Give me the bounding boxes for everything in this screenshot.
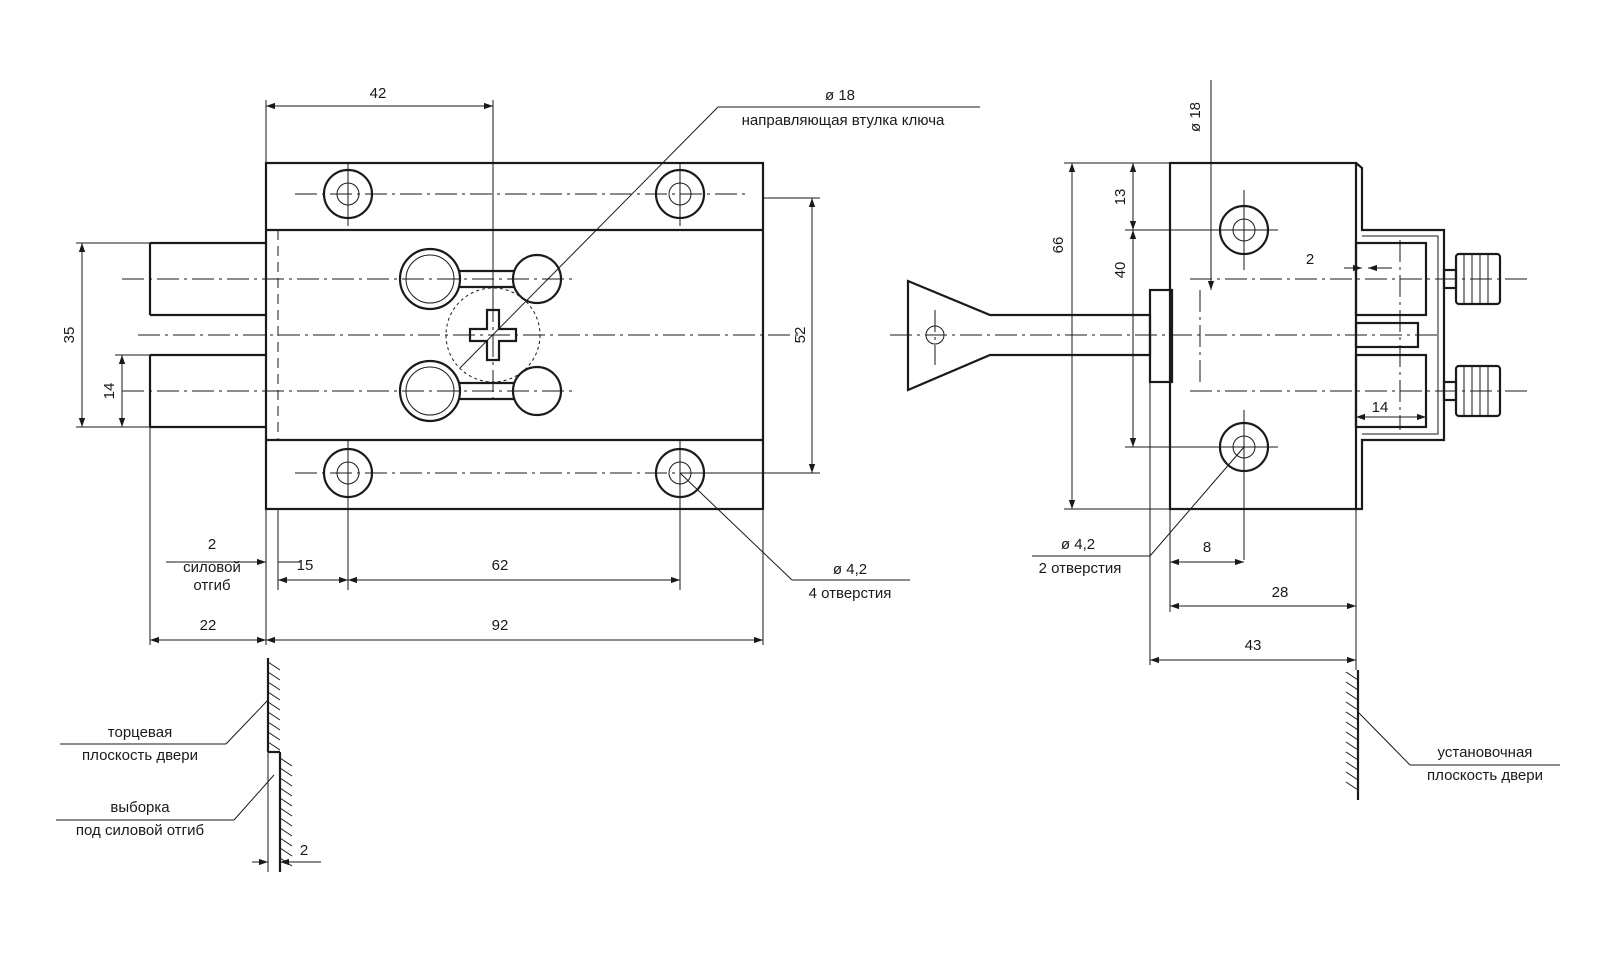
bolt-head-lower	[1354, 353, 1428, 429]
dimension-62: 62	[348, 557, 680, 584]
dimension-66: 66	[1050, 162, 1170, 510]
leader-bushing: ø 18 направляющая втулка ключа	[459, 87, 980, 369]
dimension-22: 22	[150, 617, 266, 644]
dimension-35: 35	[61, 242, 150, 428]
side-holes-count-label: 2 отверстия	[1039, 560, 1122, 577]
leader-2-holes: ø 4,2 2 отверстия	[1032, 446, 1245, 577]
side-dim-14-label: 14	[1372, 399, 1389, 416]
dimension-35-label: 35	[61, 327, 78, 344]
dimension-62-label: 62	[492, 557, 509, 574]
front-view: 42 35 14 52	[56, 85, 980, 872]
dimension-42: 42	[265, 85, 494, 300]
dimension-43: 43	[1150, 637, 1356, 664]
force-bend-label-line1: силовой	[183, 559, 241, 576]
force-bend-dim-label: 2	[208, 536, 216, 553]
leader-4-holes: ø 4,2 4 отверстия	[679, 472, 910, 602]
dimension-2-side: 2	[1306, 251, 1392, 272]
mounting-hole-top-left	[322, 162, 374, 226]
dimension-14-label: 14	[101, 383, 118, 400]
dimension-66-label: 66	[1050, 237, 1067, 254]
dimension-40-label: 40	[1112, 262, 1129, 279]
side-dim-43-label: 43	[1245, 637, 1262, 654]
side-plate-profile	[1355, 162, 1446, 511]
key-bushing-side	[1148, 288, 1174, 384]
side-hole-top	[1210, 190, 1278, 270]
mounting-hole-top-right	[654, 162, 706, 226]
mount-label-line2: плоскость двери	[1427, 767, 1543, 784]
door-end-hatch	[267, 661, 293, 867]
door-mount-hatch	[1345, 671, 1359, 791]
recess-dim-label: 2	[300, 842, 308, 859]
dimension-14-side: 14	[1356, 399, 1426, 421]
side-dim-8-label: 8	[1203, 539, 1211, 556]
dimension-15: 15	[278, 557, 348, 584]
dimension-28: 28	[1170, 584, 1356, 610]
bushing-label: направляющая втулка ключа	[742, 112, 945, 129]
dimension-2-force-bend: 2 силовой отгиб	[166, 536, 300, 594]
dimension-92: 92	[266, 617, 763, 644]
dimension-8: 8	[1170, 539, 1244, 566]
dimension-15-label: 15	[297, 557, 314, 574]
force-bend-label-line2: отгиб	[193, 577, 230, 594]
recess-label-line2: под силовой отгиб	[76, 822, 204, 839]
keyway-slot-upper	[398, 247, 563, 311]
dimension-13-label: 13	[1112, 189, 1129, 206]
dimension-52: 52	[700, 197, 820, 474]
side-view: ø 18 13 40 66 2 14	[890, 80, 1560, 800]
side-hole-bottom	[1210, 410, 1278, 560]
holes-dia-label: ø 4,2	[833, 561, 867, 578]
dimension-52-label: 52	[792, 327, 809, 344]
dimension-92-label: 92	[492, 617, 509, 634]
door-mount-plane: установочная плоскость двери	[1345, 670, 1560, 800]
lock-body-outline	[264, 161, 765, 511]
dia-18-side: ø 18	[1187, 80, 1215, 290]
door-end-plane: торцевая плоскость двери выборка под сил…	[56, 658, 321, 872]
holes-count-label: 4 отверстия	[809, 585, 892, 602]
recess-label-line1: выборка	[110, 799, 170, 816]
dimension-22-label: 22	[200, 617, 217, 634]
mount-label-line1: установочная	[1438, 744, 1533, 761]
side-holes-dia-label: ø 4,2	[1061, 536, 1095, 553]
door-end-label-line1: торцевая	[108, 724, 172, 741]
door-end-label-line2: плоскость двери	[82, 747, 198, 764]
side-dim-2-label: 2	[1306, 251, 1314, 268]
dimension-42-label: 42	[370, 85, 387, 102]
bolt-head-upper	[1354, 241, 1428, 317]
keyway-slot-lower	[398, 359, 563, 423]
dimension-40: 40	[1112, 230, 1220, 448]
dimension-14-bolt: 14	[101, 354, 150, 427]
side-dim-28-label: 28	[1272, 584, 1289, 601]
dimension-13: 13	[1112, 162, 1220, 231]
mounting-hole-bottom-left	[322, 441, 374, 505]
bushing-dia-label: ø 18	[825, 87, 855, 104]
side-dia-18-label: ø 18	[1187, 102, 1204, 132]
